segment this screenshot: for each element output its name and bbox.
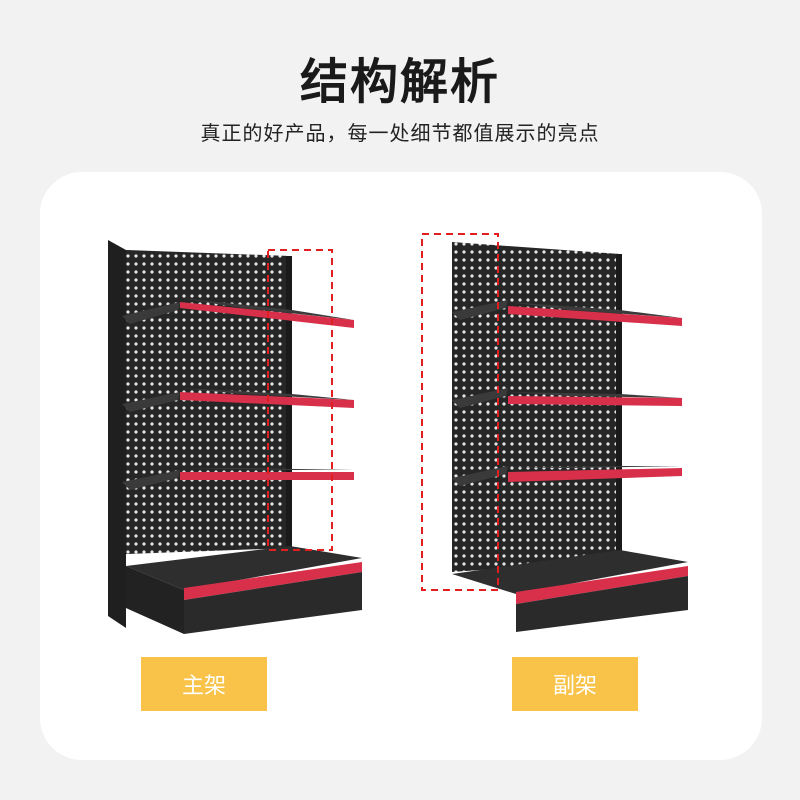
main-shelf-image: [108, 240, 362, 634]
main-shelf-label: 主架: [141, 657, 267, 711]
side-shelf-image: [421, 233, 688, 632]
page-subtitle: 真正的好产品，每一处细节都值展示的亮点: [200, 121, 600, 145]
page-title: 结构解析: [299, 54, 500, 110]
side-shelf-label: 副架: [512, 657, 638, 711]
